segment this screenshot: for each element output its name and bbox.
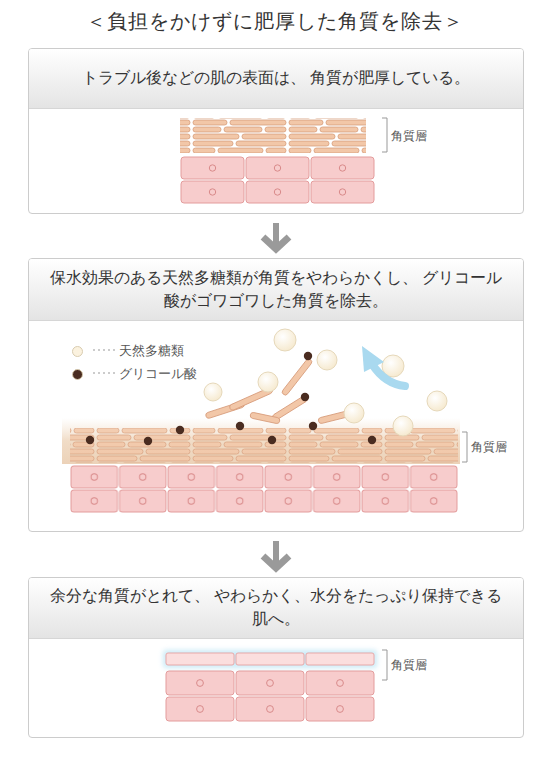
legend-text: グリコール酸 xyxy=(119,366,197,382)
heading-text: 保水効果のある天然多糖類が角質をやわらかくし、 グリコール酸がゴワゴワした角質を… xyxy=(49,267,503,313)
panel-box: トラブル後などの肌の表面は、 角質が肥厚している。 xyxy=(28,48,524,214)
heading-text: 余分な角質がとれて、 やわらかく、水分をたっぷり保持できる肌へ。 xyxy=(49,585,503,631)
diagram-title: ＜負担をかけずに肥厚した角質を除去＞ xyxy=(0,7,550,35)
skin-cells xyxy=(180,156,375,204)
arrow-line xyxy=(273,541,279,565)
legend-leader xyxy=(93,349,115,374)
bracket xyxy=(382,650,387,680)
flow-arrow xyxy=(263,223,289,249)
legend-swatch xyxy=(72,369,83,380)
polysaccharide-balls xyxy=(204,329,447,436)
arrow-line xyxy=(273,223,279,246)
panel-heading: 保水効果のある天然多糖類が角質をやわらかくし、 グリコール酸がゴワゴワした角質を… xyxy=(29,259,523,321)
arrow-head xyxy=(263,237,289,249)
legend-text: 天然多糖類 xyxy=(119,343,184,359)
panel-heading: 余分な角質がとれて、 やわらかく、水分をたっぷり保持できる肌へ。 xyxy=(29,578,523,639)
skin-cells xyxy=(165,670,375,722)
thin-horny-layer xyxy=(165,652,375,666)
bracket xyxy=(382,118,387,152)
layer-label: 角質層 xyxy=(391,128,427,144)
layer-label: 角質層 xyxy=(471,439,507,455)
panel-box: 余分な角質がとれて、 やわらかく、水分をたっぷり保持できる肌へ。 xyxy=(28,577,524,738)
peeling-flakes xyxy=(205,358,352,424)
horny-layer xyxy=(180,118,366,153)
panel-heading: トラブル後などの肌の表面は、 角質が肥厚している。 xyxy=(29,49,523,109)
skin-cells xyxy=(70,465,458,513)
layer-label: 角質層 xyxy=(391,657,427,673)
flow-arrow xyxy=(263,541,289,568)
heading-text: トラブル後などの肌の表面は、 角質が肥厚している。 xyxy=(82,67,471,90)
legend-row: 天然多糖類 xyxy=(72,343,184,359)
moisture-glow xyxy=(163,650,377,668)
panel-box: 保水効果のある天然多糖類が角質をやわらかくし、 グリコール酸がゴワゴワした角質を… xyxy=(28,258,524,532)
bracket xyxy=(462,432,467,462)
arrow-head xyxy=(263,556,289,568)
lift-arrow xyxy=(362,346,405,386)
softened-band xyxy=(62,418,460,464)
glycolic-dots xyxy=(86,352,376,445)
legend-row: グリコール酸 xyxy=(72,366,197,382)
legend-swatch xyxy=(72,346,83,357)
horny-layer xyxy=(70,428,458,463)
